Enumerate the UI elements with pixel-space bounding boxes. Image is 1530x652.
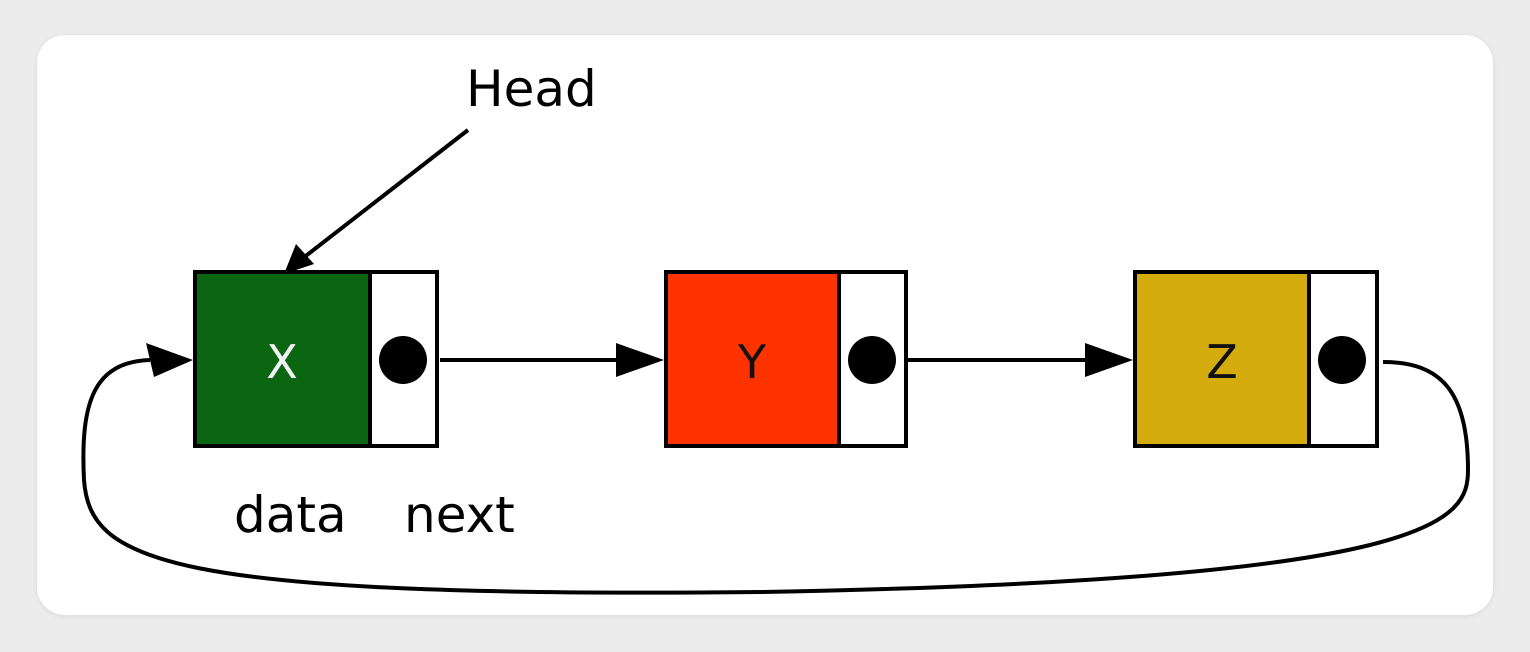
head-label: Head (466, 60, 597, 118)
data-field-label: data (234, 486, 347, 544)
node-y: Y (664, 270, 908, 448)
node-y-label: Y (737, 335, 767, 389)
arrow-z-to-x-head (146, 343, 193, 377)
head-pointer-arrowhead (284, 244, 314, 274)
node-z-pointer-dot (1318, 336, 1366, 384)
node-x: X (193, 270, 439, 448)
arrow-y-to-z-head (1085, 343, 1133, 377)
arrow-x-to-y-head (616, 343, 664, 377)
node-x-label: X (266, 335, 298, 389)
node-z: Z (1133, 270, 1379, 448)
node-x-pointer-dot (379, 336, 427, 384)
arrow-z-to-x-loop (81, 358, 1471, 595)
node-z-data-cell (1133, 270, 1311, 448)
next-field-label: next (404, 486, 515, 544)
node-z-label: Z (1206, 335, 1238, 389)
head-pointer-arrow (296, 128, 470, 264)
node-x-data-cell (193, 270, 372, 448)
node-y-pointer-dot (848, 336, 896, 384)
